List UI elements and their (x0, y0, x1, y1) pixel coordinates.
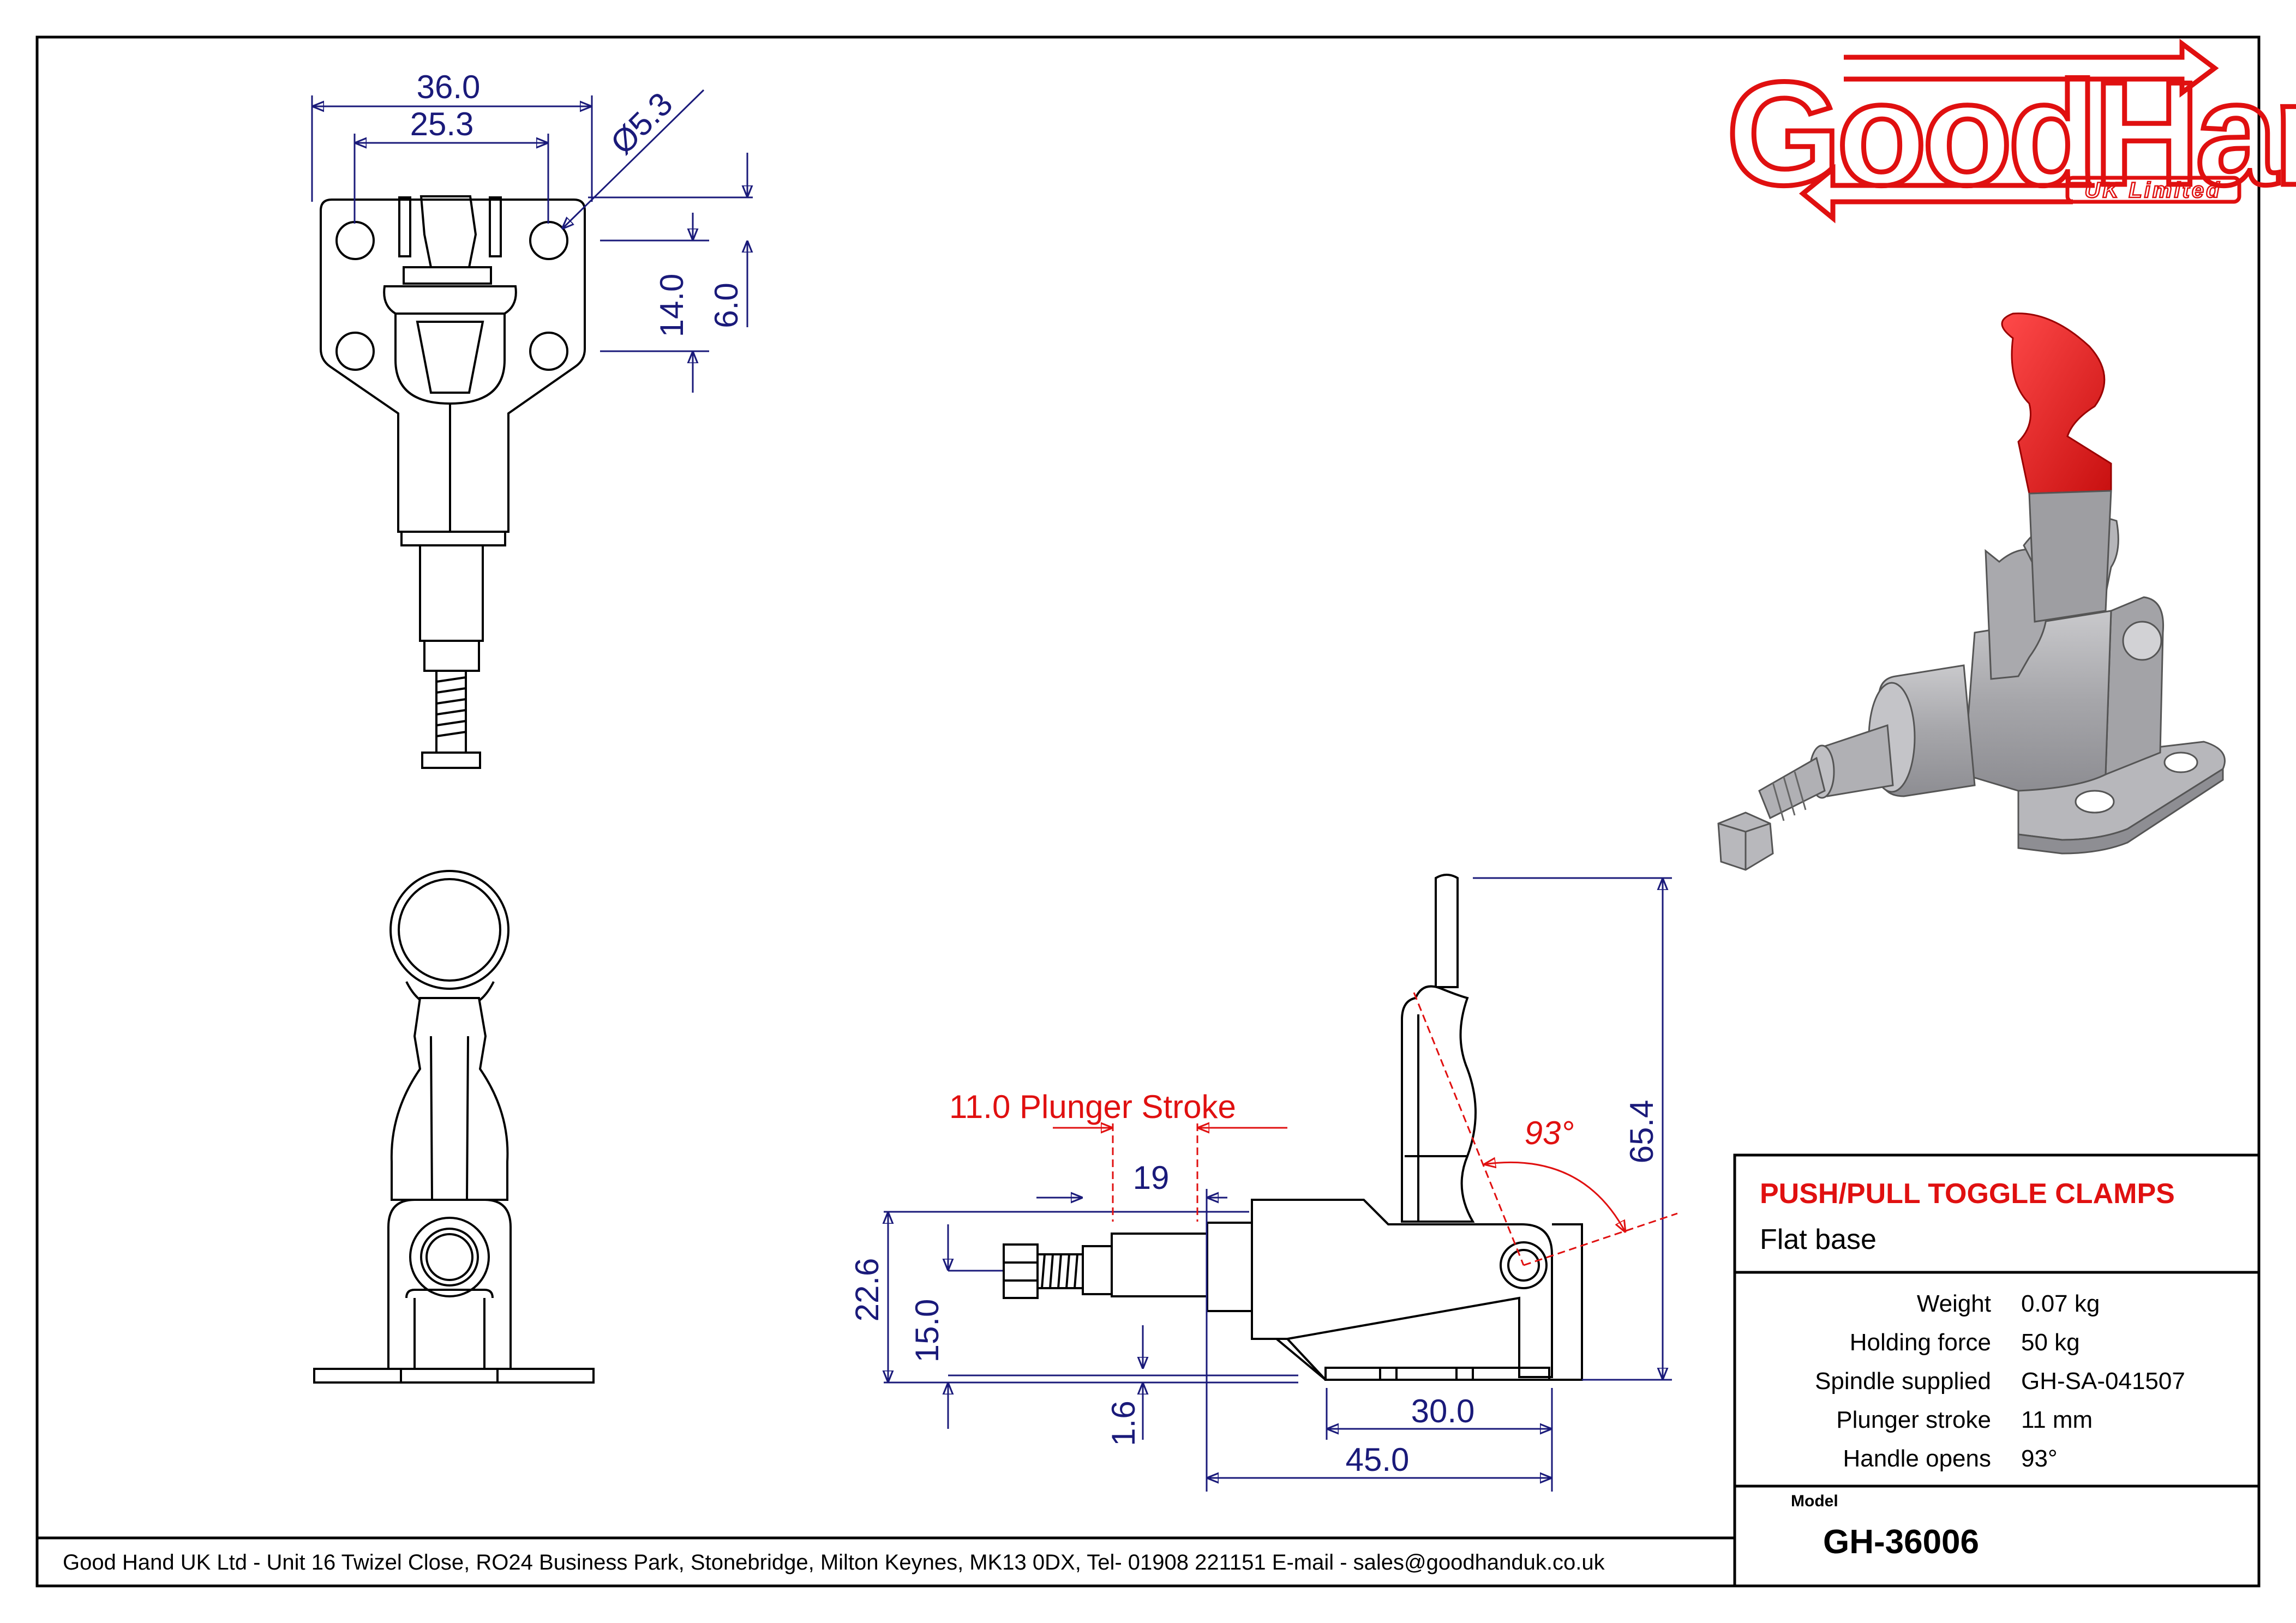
logo-subtitle: UK Limited (2084, 178, 2221, 202)
top-view-dimensions (311, 89, 753, 393)
logo-arrow-left-icon (1799, 164, 2095, 224)
dim-36-0: 36.0 (417, 69, 481, 105)
dim-45-0: 45.0 (1346, 1441, 1410, 1478)
dim-15-0: 15.0 (909, 1299, 945, 1363)
spec-label: Holding force (1850, 1329, 1991, 1356)
dim-93-deg: 93° (1525, 1115, 1574, 1151)
footer-address: Good Hand UK Ltd - Unit 16 Twizel Close,… (63, 1550, 1605, 1574)
title-subheading: Flat base (1760, 1224, 1877, 1255)
spec-label: Plunger stroke (1836, 1406, 1991, 1433)
title-block-frame (1733, 1153, 2261, 1588)
dim-14-0: 14.0 (654, 274, 690, 338)
side-view-dim-text: 11.0 Plunger Stroke 19 65.4 93° 22.6 15.… (849, 1089, 1660, 1478)
dim-plunger-stroke: 11.0 Plunger Stroke (949, 1089, 1236, 1125)
side-view-dimensions (884, 877, 1672, 1492)
clamp-3d-render (1717, 312, 2226, 871)
model-label: Model (1791, 1492, 1838, 1510)
title-heading: PUSH/PULL TOGGLE CLAMPS (1760, 1178, 2175, 1210)
dim-19: 19 (1133, 1159, 1170, 1196)
top-view (320, 195, 586, 769)
spec-list: Weight 0.07 kg Holding force 50 kg Spind… (1815, 1290, 2185, 1472)
dim-22-6: 22.6 (849, 1258, 885, 1322)
end-view (313, 870, 595, 1384)
model-number: GH-36006 (1823, 1523, 1979, 1561)
dim-6-0: 6.0 (708, 282, 745, 328)
logo-arrow-right-icon (1844, 39, 2219, 98)
spec-value: 11 mm (2021, 1406, 2093, 1433)
spec-value: GH-SA-041507 (2021, 1368, 2185, 1394)
spec-label: Spindle supplied (1815, 1368, 1991, 1394)
dim-1-6: 1.6 (1105, 1400, 1142, 1446)
dim-25-3: 25.3 (410, 106, 474, 142)
dim-65-4: 65.4 (1623, 1100, 1660, 1164)
spec-label: Handle opens (1843, 1445, 1991, 1472)
outer-frame (35, 35, 2261, 1588)
spec-value: 0.07 kg (2021, 1290, 2100, 1317)
dim-30-0: 30.0 (1411, 1393, 1475, 1429)
spec-value: 50 kg (2021, 1329, 2080, 1356)
spec-value: 93° (2021, 1445, 2058, 1472)
stroke-dimension (1053, 992, 1678, 1266)
spec-label: Weight (1917, 1290, 1991, 1317)
top-view-dim-text: 36.0 25.3 Ø5.3 14.0 6.0 (410, 69, 745, 337)
